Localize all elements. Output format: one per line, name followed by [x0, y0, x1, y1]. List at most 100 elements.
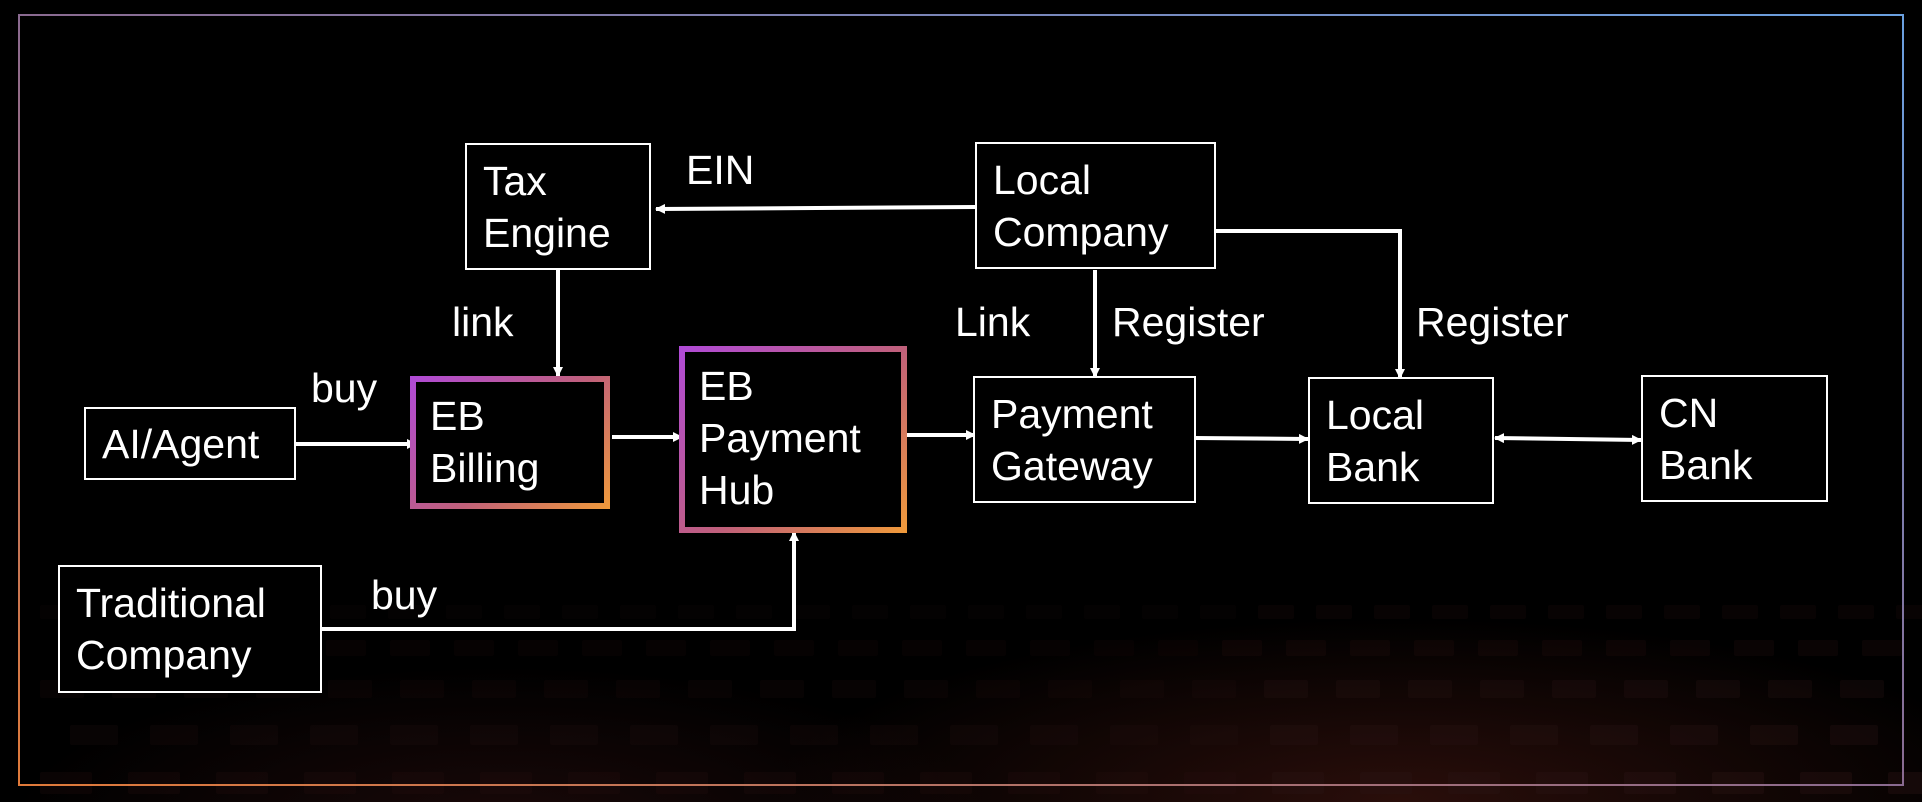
node-local-bank: Local Bank	[1308, 377, 1494, 504]
background-tile	[1200, 605, 1236, 619]
background-tile	[1838, 605, 1874, 619]
background-tile	[1048, 680, 1092, 698]
background-tile	[1120, 680, 1164, 698]
background-tile	[1158, 640, 1198, 656]
node-text: Payment	[991, 391, 1153, 437]
background-tile	[1408, 680, 1452, 698]
background-tile	[904, 680, 948, 698]
background-tile	[568, 772, 620, 794]
background-tile	[1270, 725, 1318, 745]
background-tile	[616, 680, 660, 698]
background-tile	[454, 640, 494, 656]
background-tile	[736, 605, 772, 619]
node-text: AI/Agent	[102, 420, 260, 467]
background-tile	[1542, 640, 1582, 656]
edge-label-link-tax: link	[452, 299, 514, 345]
edge-traditional-company-to-eb-payment-hub	[321, 531, 799, 631]
node-text: EB	[430, 393, 485, 439]
background-tile	[1696, 680, 1740, 698]
background-tile	[1142, 605, 1178, 619]
node-eb-billing: EB Billing	[410, 376, 610, 509]
background-tile	[1008, 772, 1060, 794]
background-tile	[1536, 772, 1588, 794]
background-tile	[504, 605, 540, 619]
background-tile	[1222, 640, 1262, 656]
background-tile	[646, 640, 686, 656]
background-tile	[832, 772, 884, 794]
background-tile	[1432, 605, 1468, 619]
node-text: Traditional	[76, 580, 266, 626]
background-tile	[1336, 680, 1380, 698]
edge-label-ein: EIN	[686, 147, 755, 193]
node-text: Hub	[699, 467, 775, 513]
background-tile	[1510, 725, 1558, 745]
background-tile	[1768, 680, 1812, 698]
background-tile	[1624, 680, 1668, 698]
node-text: Gateway	[991, 443, 1153, 489]
node-text: Company	[993, 209, 1169, 255]
background-tile	[544, 680, 588, 698]
background-tile	[1670, 725, 1718, 745]
background-tile	[774, 640, 814, 656]
background-tile	[1780, 605, 1816, 619]
background-tile	[744, 772, 796, 794]
background-tile	[326, 640, 366, 656]
node-text: EB	[699, 363, 754, 409]
background-tile	[40, 772, 92, 794]
node-eb-payment-hub: EB Payment Hub	[679, 346, 907, 533]
background-tile	[1430, 725, 1478, 745]
background-tile	[688, 680, 732, 698]
background-tile	[1272, 772, 1324, 794]
background-tile	[400, 680, 444, 698]
node-text: Local	[1326, 392, 1425, 438]
node-text: Engine	[483, 210, 611, 256]
node-payment-gateway: Payment Gateway	[973, 376, 1196, 503]
background-tile	[582, 640, 622, 656]
background-tile	[1722, 605, 1758, 619]
edge-label-register-bank: Register	[1416, 299, 1569, 345]
background-tile	[1192, 680, 1236, 698]
edge-local-company-to-local-bank	[1183, 229, 1405, 379]
background-tile	[518, 640, 558, 656]
background-tile	[1478, 640, 1518, 656]
background-tile	[1798, 640, 1838, 656]
background-tile	[150, 725, 198, 745]
background-tile	[1606, 605, 1642, 619]
background-tile	[1490, 605, 1526, 619]
edge-local-bank-cn-bank	[1494, 433, 1642, 445]
background-tile	[1606, 640, 1646, 656]
edge-label-link-gateway: Link	[955, 299, 1031, 345]
background-tile	[230, 725, 278, 745]
background-tile	[1664, 605, 1700, 619]
node-traditional-company: Traditional Company	[58, 565, 322, 693]
background-tile	[550, 725, 598, 745]
background-tile	[1264, 680, 1308, 698]
edge-local-company-to-tax-engine	[655, 203, 976, 214]
background-tile	[1190, 725, 1238, 745]
background-tile	[832, 680, 876, 698]
background-tile	[1286, 640, 1326, 656]
node-text: CN	[1659, 390, 1719, 436]
background-tile	[328, 680, 372, 698]
background-tile	[1350, 640, 1390, 656]
background-tile	[950, 725, 998, 745]
background-tile	[446, 605, 482, 619]
background-tile	[1030, 640, 1070, 656]
background-tile	[910, 605, 946, 619]
background-tile	[902, 640, 942, 656]
background-tile	[630, 725, 678, 745]
node-text: Billing	[430, 445, 540, 491]
background-tile	[710, 725, 758, 745]
node-local-company: Local Company	[975, 142, 1216, 269]
background-tile	[1258, 605, 1294, 619]
background-tile	[968, 605, 1004, 619]
background-tile	[330, 605, 366, 619]
background-tile	[1184, 772, 1236, 794]
background-tile	[1026, 605, 1062, 619]
background-tile	[1624, 772, 1676, 794]
node-ai-agent: AI/Agent	[84, 407, 296, 480]
node-text: Bank	[1326, 444, 1420, 490]
